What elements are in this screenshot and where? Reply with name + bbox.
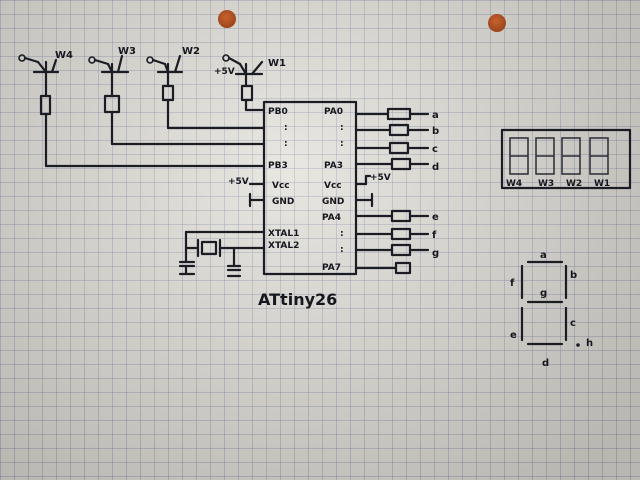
segment-output-resistors: a b c d e f g — [354, 107, 439, 275]
pin-dots-right-1: : — [340, 123, 344, 133]
four-digit-display: W4 W3 W2 W1 — [500, 128, 632, 190]
power-connections: +5V +5V — [228, 173, 391, 208]
transistor-label-w3: W3 — [118, 46, 136, 57]
pin-gnd-left: GND — [272, 197, 294, 207]
chip-name: ATtiny26 — [258, 290, 337, 309]
display-digit-label-w4: W4 — [506, 179, 522, 189]
output-label-f: f — [432, 230, 437, 241]
resistor-w3 — [103, 94, 121, 114]
pin-dots-right-4: : — [340, 245, 344, 255]
resistor-w4 — [39, 94, 52, 116]
transistor-w2: W2 — [146, 46, 200, 88]
legend-label-h: h — [586, 338, 593, 349]
legend-label-b: b — [570, 270, 577, 281]
output-label-a: a — [432, 110, 439, 121]
transistor-label-w1: W1 — [268, 58, 286, 69]
transistor-w3: W3 — [88, 46, 136, 98]
pin-xtal1: XTAL1 — [268, 229, 299, 239]
legend-label-d: d — [542, 358, 549, 369]
supply-right-label: +5V — [370, 173, 391, 183]
pin-dots-left-2: : — [284, 139, 288, 149]
legend-label-g: g — [540, 288, 547, 299]
pin-gnd-right: GND — [322, 197, 344, 207]
pin-dots-left-1: : — [284, 123, 288, 133]
pin-dots-right-3: : — [340, 229, 344, 239]
resistor-w2 — [161, 84, 175, 102]
transistor-label-w4: W4 — [55, 50, 73, 61]
output-label-e: e — [432, 212, 439, 223]
pin-vcc-right: Vcc — [324, 181, 342, 191]
pin-vcc-left: Vcc — [272, 181, 290, 191]
pin-pa4: PA4 — [322, 213, 341, 223]
legend-label-c: c — [570, 318, 576, 329]
punch-hole-left — [218, 10, 236, 28]
display-digit-label-w1: W1 — [594, 179, 610, 189]
pin-pa0: PA0 — [324, 107, 343, 117]
punch-hole-right — [488, 14, 506, 32]
transistor-label-w2: W2 — [182, 46, 200, 57]
pin-pa3: PA3 — [324, 161, 343, 171]
display-digit-label-w3: W3 — [538, 179, 554, 189]
output-label-b: b — [432, 126, 439, 137]
pin-pb0: PB0 — [268, 107, 288, 117]
legend-label-e: e — [510, 330, 517, 341]
pin-xtal2: XTAL2 — [268, 241, 299, 251]
pin-pb3: PB3 — [268, 161, 288, 171]
legend-label-a: a — [540, 250, 547, 261]
display-digit-label-w2: W2 — [566, 179, 582, 189]
output-label-g: g — [432, 248, 439, 259]
legend-label-f: f — [510, 278, 515, 289]
transistor-w1: W1 +5V — [214, 54, 286, 88]
segment-legend: a b c d e f g h — [510, 250, 593, 369]
digit-outlines — [509, 137, 609, 175]
crystal-oscillator — [178, 230, 266, 278]
output-label-d: d — [432, 162, 439, 173]
pin-dots-right-2: : — [340, 139, 344, 149]
pin-pa7: PA7 — [322, 263, 341, 273]
transistor-supply-label: +5V — [214, 67, 235, 77]
output-label-c: c — [432, 144, 438, 155]
supply-left-label: +5V — [228, 177, 249, 187]
transistor-w4: W4 — [18, 50, 73, 98]
attiny26-chip: PB0 PA0 : : : : PB3 PA3 Vcc Vcc GND GND … — [262, 100, 358, 276]
base-wires — [44, 98, 266, 168]
resistor-w1 — [240, 84, 254, 102]
